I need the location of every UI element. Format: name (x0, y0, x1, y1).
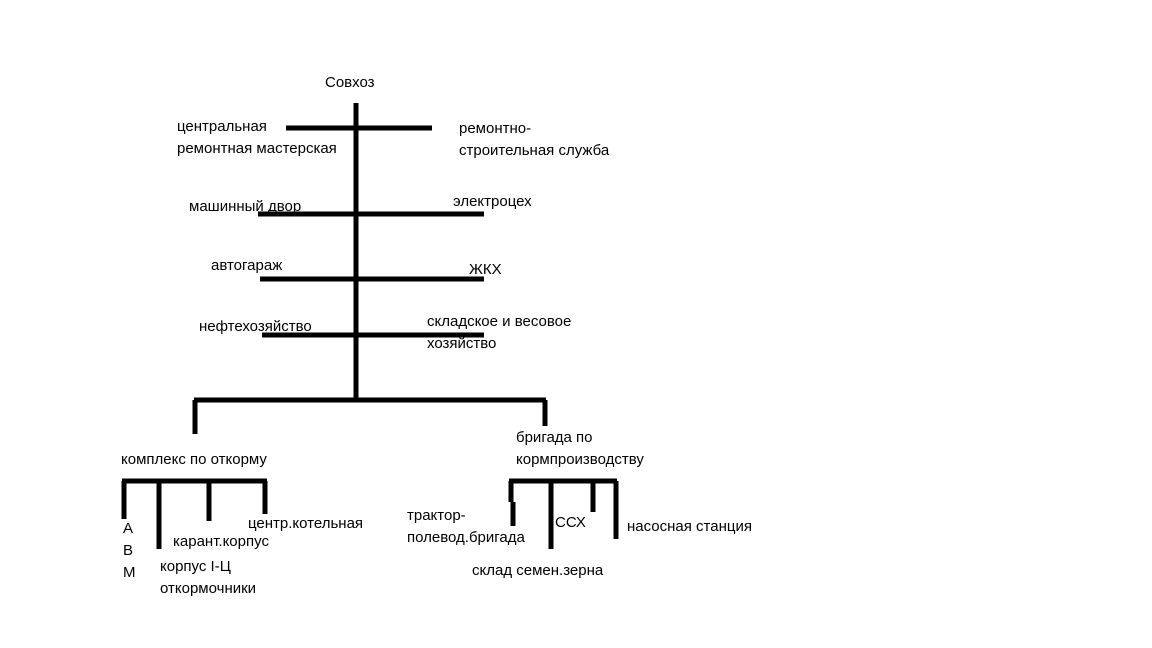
central-repair-label-1: центральная (177, 118, 267, 135)
avm-label-m: М (123, 564, 136, 581)
electro-label: электроцех (453, 193, 532, 210)
tractor-label-2: полевод.бригада (407, 529, 525, 546)
repair-construction-label-1: ремонтно- (459, 120, 532, 137)
avm-label-a: А (123, 520, 134, 537)
corpus-label-2: откормочники (160, 580, 257, 597)
avm-label-v: В (123, 542, 134, 559)
oil-label: нефтехозяйство (199, 318, 312, 335)
pump-label: насосная станция (627, 518, 752, 535)
warehouse-label-2: хозяйство (427, 335, 497, 352)
housing-label: ЖКХ (469, 261, 502, 278)
root-label: Совхоз (325, 74, 375, 91)
quarantine-label: карант.корпус (173, 533, 269, 550)
machine-yard-label: машинный двор (189, 198, 302, 215)
garage-label: автогараж (211, 257, 283, 274)
boiler-label: центр.котельная (248, 515, 364, 532)
repair-construction-label-2: строительная служба (459, 142, 610, 159)
warehouse-label-1: складское и весовое (427, 313, 572, 330)
ssh-label: ССХ (555, 514, 586, 531)
brigade-title-label-2: кормпроизводству (516, 451, 644, 468)
central-repair-label-2: ремонтная мастерская (177, 140, 337, 157)
brigade-title-label-1: бригада по (516, 429, 593, 446)
complex-title-label: комплекс по откорму (121, 451, 267, 468)
corpus-label-1: корпус I-Ц (160, 558, 231, 575)
seed-label: склад семен.зерна (472, 562, 604, 579)
tractor-label-1: трактор- (407, 507, 466, 524)
